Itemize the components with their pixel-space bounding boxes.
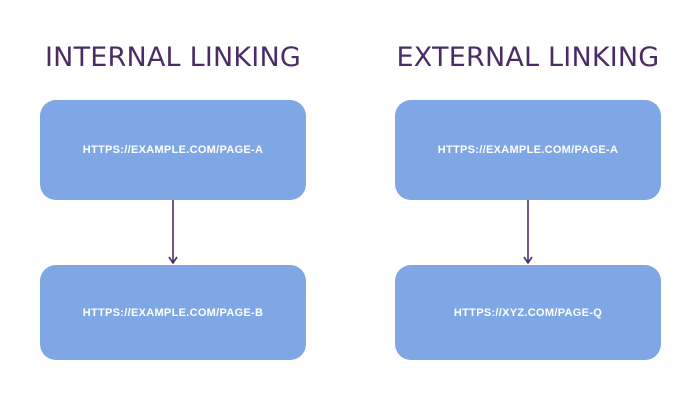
internal-source-page-box: HTTPS://EXAMPLE.COM/PAGE-A	[40, 100, 306, 200]
internal-linking-heading: INTERNAL LINKING	[45, 42, 301, 73]
external-linking-diagram: EXTERNAL LINKING HTTPS://EXAMPLE.COM/PAG…	[395, 0, 661, 400]
internal-link-arrow	[168, 200, 178, 264]
internal-target-page-box: HTTPS://EXAMPLE.COM/PAGE-B	[40, 265, 306, 360]
external-source-url: HTTPS://EXAMPLE.COM/PAGE-A	[437, 144, 619, 156]
external-link-arrow	[523, 200, 533, 264]
external-target-url: HTTPS://XYZ.COM/PAGE-Q	[453, 306, 603, 319]
internal-linking-diagram: INTERNAL LINKING HTTPS://EXAMPLE.COM/PAG…	[40, 0, 306, 400]
external-linking-heading: EXTERNAL LINKING	[396, 42, 660, 73]
internal-source-url: HTTPS://EXAMPLE.COM/PAGE-A	[82, 144, 264, 156]
external-source-page-box: HTTPS://EXAMPLE.COM/PAGE-A	[395, 100, 661, 200]
internal-target-url: HTTPS://EXAMPLE.COM/PAGE-B	[82, 306, 264, 319]
external-target-page-box: HTTPS://XYZ.COM/PAGE-Q	[395, 265, 661, 360]
